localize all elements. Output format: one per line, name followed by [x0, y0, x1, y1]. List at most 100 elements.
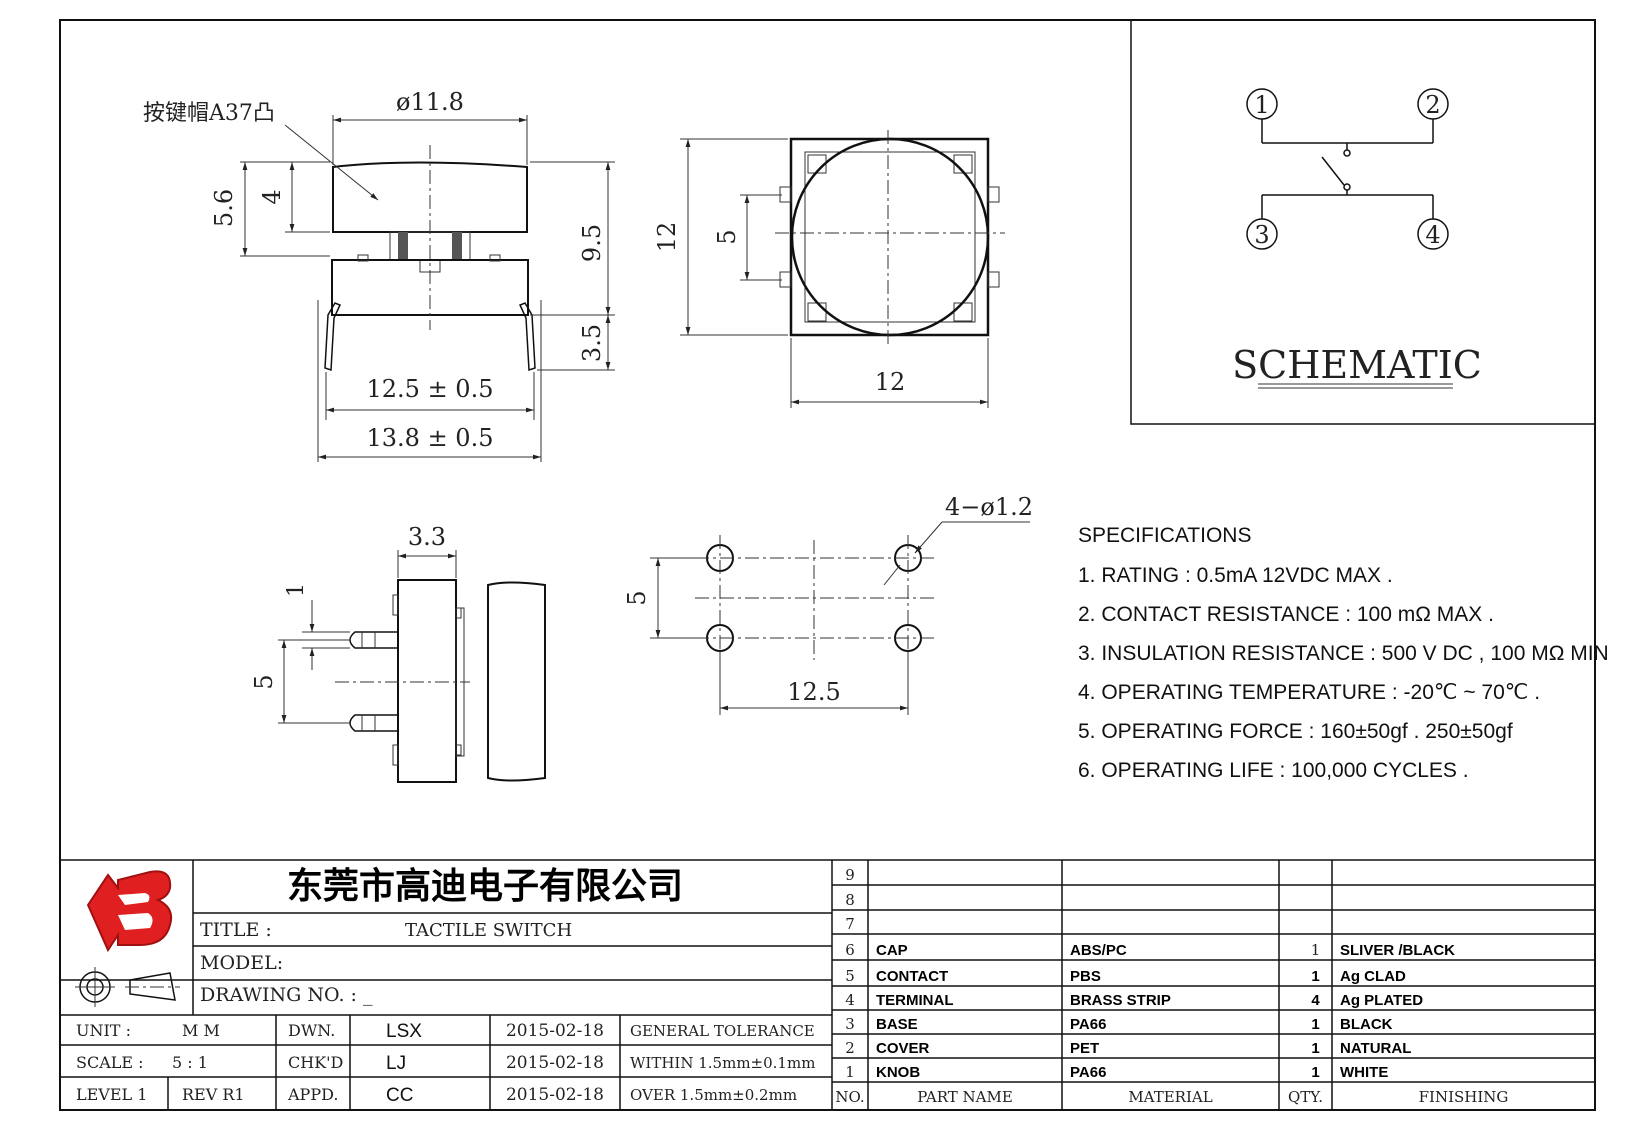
hole-pattern — [650, 521, 1030, 715]
bom-material: PBS — [1070, 968, 1101, 985]
dim-profile-5: 5 — [250, 674, 278, 689]
dim-hole-12-5: 12.5 — [787, 678, 840, 706]
bom-qty: 1 — [1311, 941, 1321, 959]
spec-item: 6. OPERATING LIFE : 100,000 CYCLES . — [1078, 759, 1469, 782]
dim-top-12-height: 12 — [653, 222, 681, 253]
bom-no: 6 — [845, 941, 855, 959]
spec-item: 5. OPERATING FORCE : 160±50gf . 250±50gf — [1078, 720, 1513, 743]
bom-row: 2 COVER PET 1 NATURAL — [845, 1039, 1411, 1057]
bom-part: COVER — [876, 1040, 930, 1057]
bom-qty: 4 — [1311, 992, 1320, 1009]
rev-value: REV R1 — [182, 1085, 245, 1104]
bom-material: PET — [1070, 1040, 1099, 1057]
bom-material: BRASS STRIP — [1070, 992, 1171, 1009]
bom-no: 8 — [845, 891, 855, 909]
appd-label: APPD. — [287, 1085, 338, 1104]
bom-row: 4 TERMINAL BRASS STRIP 4 Ag PLATED — [845, 991, 1423, 1009]
spec-heading: SPECIFICATIONS — [1078, 524, 1251, 547]
drawing-frame — [59, 19, 1596, 1111]
unit-value: M M — [182, 1021, 220, 1040]
dim-4: 4 — [258, 189, 286, 204]
company-name: 东莞市高迪电子有限公司 — [287, 866, 683, 907]
dim-top-5: 5 — [713, 229, 741, 244]
dwn-label: DWN. — [288, 1021, 335, 1040]
bom-material: PA66 — [1070, 1064, 1106, 1081]
bom-material: ABS/PC — [1070, 942, 1127, 959]
bom-no: 1 — [845, 1063, 855, 1081]
bom-no: 2 — [845, 1039, 855, 1057]
bom-part: KNOB — [876, 1064, 920, 1081]
pin-2-label: 2 — [1425, 91, 1440, 119]
dwn-date: 2015-02-18 — [506, 1021, 604, 1041]
dwn-name: LSX — [386, 1021, 422, 1042]
dim-profile-1: 1 — [284, 583, 309, 597]
drawing-no-label: DRAWING NO. : _ — [200, 984, 373, 1006]
projection-symbol — [75, 967, 180, 1007]
bom-no: 7 — [845, 915, 855, 933]
title-label: TITLE : — [200, 919, 272, 941]
bom-finishing: WHITE — [1340, 1064, 1388, 1081]
bom-row: 8 — [845, 891, 855, 909]
schematic-diagram — [1246, 88, 1449, 250]
bom-qty: 1 — [1311, 1016, 1319, 1033]
bom-header-part: PART NAME — [917, 1088, 1013, 1106]
bom-part: CONTACT — [876, 968, 948, 985]
bom-part: TERMINAL — [876, 992, 954, 1009]
dim-9-5: 9.5 — [578, 224, 606, 262]
bom-part: BASE — [876, 1016, 918, 1033]
dim-hole-5: 5 — [623, 590, 651, 605]
cap-label: 按键帽A37凸 — [143, 101, 275, 126]
unit-label: UNIT : — [76, 1021, 131, 1040]
bom-row: 5 CONTACT PBS 1 Ag CLAD — [845, 967, 1406, 985]
tolerance-within: WITHIN 1.5mm±0.1mm — [630, 1054, 815, 1072]
title-value: TACTILE SWITCH — [405, 920, 572, 941]
bom-finishing: BLACK — [1340, 1016, 1393, 1033]
chkd-name: LJ — [386, 1053, 406, 1074]
dim-3-5: 3.5 — [578, 324, 606, 362]
bom-qty: 1 — [1311, 968, 1319, 985]
spec-item: 4. OPERATING TEMPERATURE : -20℃ ~ 70℃ . — [1078, 681, 1540, 704]
tolerance-title: GENERAL TOLERANCE — [630, 1022, 815, 1040]
bom-no: 9 — [845, 866, 855, 884]
bom-row: 3 BASE PA66 1 BLACK — [845, 1015, 1392, 1033]
bom-header-finishing: FINISHING — [1419, 1088, 1509, 1106]
bom-material: PA66 — [1070, 1016, 1106, 1033]
level-value: LEVEL 1 — [76, 1085, 147, 1104]
dim-12-5-tol: 12.5 ± 0.5 — [367, 375, 494, 403]
spec-item: 1. RATING : 0.5mA 12VDC MAX . — [1078, 564, 1393, 587]
dim-cap-diameter: ø11.8 — [396, 88, 464, 116]
spec-item: 3. INSULATION RESISTANCE : 500 V DC , 10… — [1078, 642, 1609, 665]
dim-5-6: 5.6 — [210, 189, 238, 227]
pin-4-label: 4 — [1425, 221, 1440, 249]
model-label: MODEL: — [200, 952, 283, 974]
bom-finishing: Ag PLATED — [1340, 992, 1423, 1009]
side-view — [240, 115, 615, 462]
bom-finishing: Ag CLAD — [1340, 968, 1406, 985]
tolerance-over: OVER 1.5mm±0.2mm — [630, 1086, 797, 1104]
dim-13-8-tol: 13.8 ± 0.5 — [367, 424, 494, 452]
schematic-box — [1130, 19, 1596, 425]
bom-row: 9 — [845, 866, 855, 884]
title-block-grid — [60, 859, 1595, 1110]
scale-label: SCALE : — [76, 1053, 144, 1072]
bom-qty: 1 — [1311, 1040, 1319, 1057]
bom-row: 7 — [845, 915, 855, 933]
appd-date: 2015-02-18 — [506, 1085, 604, 1105]
spec-item: 2. CONTACT RESISTANCE : 100 mΩ MAX . — [1078, 603, 1494, 626]
chkd-date: 2015-02-18 — [506, 1053, 604, 1073]
bom-no: 5 — [845, 967, 855, 985]
dim-top-12-width: 12 — [875, 368, 906, 396]
bom-finishing: NATURAL — [1340, 1040, 1411, 1057]
bom-finishing: SLIVER /BLACK — [1340, 942, 1455, 959]
bom-no: 3 — [845, 1015, 855, 1033]
company-logo — [86, 870, 173, 953]
scale-value: 5 : 1 — [172, 1053, 208, 1072]
dim-hole-diameter: 4−ø1.2 — [945, 493, 1033, 521]
dim-profile-3-3: 3.3 — [408, 523, 446, 551]
bom-no: 4 — [845, 991, 855, 1009]
